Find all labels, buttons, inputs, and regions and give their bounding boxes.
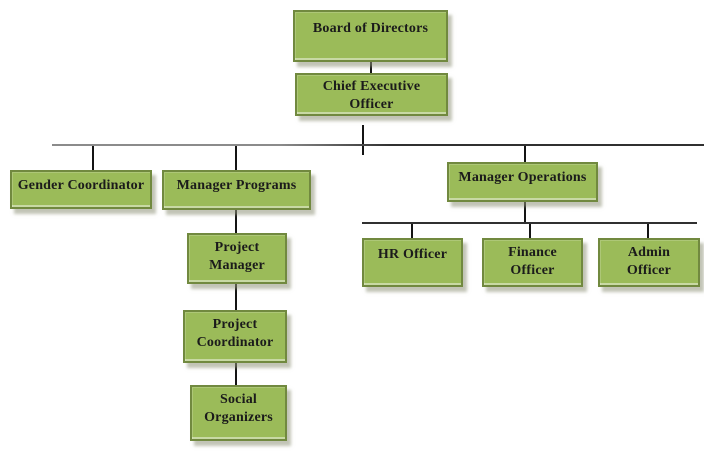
org-node-label: Manager Programs: [176, 178, 297, 193]
connector-project-manager-to-coordinator: [235, 284, 237, 310]
org-node-chief-executive-officer: Chief Executive Officer: [295, 73, 448, 116]
connector-manager-operations-drop: [524, 146, 526, 162]
connector-manager-programs-drop: [235, 146, 237, 170]
org-node-label: Manager Operations: [458, 170, 587, 185]
org-node-manager-operations: Manager Operations: [447, 162, 598, 202]
connector-programs-to-project-manager: [235, 210, 237, 233]
connector-board-to-ceo: [370, 62, 372, 73]
org-node-label: Project Manager: [209, 240, 265, 273]
org-node-project-manager: Project Manager: [187, 233, 287, 284]
connector-level1-rail: [52, 144, 704, 146]
org-node-manager-programs: Manager Programs: [162, 170, 311, 210]
org-node-board-of-directors: Board of Directors: [293, 10, 448, 62]
org-node-label: Finance Officer: [508, 245, 557, 278]
org-node-label: HR Officer: [377, 247, 448, 262]
org-node-finance-officer: Finance Officer: [482, 238, 583, 287]
org-node-hr-officer: HR Officer: [362, 238, 463, 287]
connector-finance-officer-drop: [529, 224, 531, 238]
org-node-admin-officer: Admin Officer: [598, 238, 700, 287]
connector-hr-officer-drop: [411, 224, 413, 238]
org-node-project-coordinator: Project Coordinator: [183, 310, 287, 363]
connector-admin-officer-drop: [647, 224, 649, 238]
connector-coordinator-to-social-organizers: [235, 363, 237, 385]
connector-ceo-drop: [362, 125, 364, 155]
org-node-label: Board of Directors: [312, 21, 429, 36]
org-node-label: Social Organizers: [204, 392, 273, 425]
org-node-gender-coordinator: Gender Coordinator: [10, 170, 152, 209]
connector-gender-coordinator-drop: [92, 146, 94, 170]
connector-operations-to-rail: [524, 202, 526, 223]
org-node-label: Project Coordinator: [196, 317, 274, 350]
org-node-label: Admin Officer: [626, 245, 672, 278]
org-node-social-organizers: Social Organizers: [190, 385, 287, 441]
org-node-label: Chief Executive Officer: [322, 79, 421, 112]
connector-operations-rail: [362, 222, 697, 224]
org-node-label: Gender Coordinator: [17, 178, 145, 193]
